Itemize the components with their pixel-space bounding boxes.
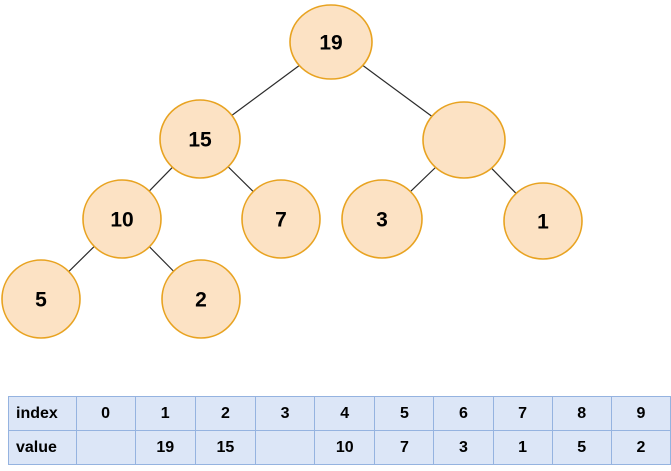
cell-index-8: 8 (551, 396, 612, 431)
node-label: 3 (376, 209, 388, 232)
tree-edge-n4-n8 (68, 245, 95, 273)
tree-node-3[interactable]: 3 (341, 179, 423, 259)
tree-edge-n2-n4 (148, 166, 173, 192)
node-shape (503, 182, 583, 260)
node-shape (422, 101, 506, 179)
tree-node-2[interactable]: 2 (161, 259, 241, 339)
cell-index-4: 4 (314, 396, 376, 431)
tree-node-15[interactable]: 15 (159, 99, 241, 179)
tree-edge-n3-n7 (491, 167, 517, 194)
tree-node-empty[interactable] (422, 101, 506, 179)
tree-edges-group (68, 64, 517, 273)
node-label: 15 (188, 129, 212, 152)
cell-index-1: 1 (134, 396, 196, 431)
cell-value-5: 7 (374, 430, 435, 465)
cell-index-3: 3 (255, 396, 316, 431)
node-label: 19 (319, 32, 342, 55)
cell-value-8: 5 (551, 430, 612, 465)
tree-node-5[interactable]: 5 (1, 259, 81, 339)
node-label: 2 (195, 289, 207, 312)
cell-index-0: 0 (75, 396, 136, 431)
cell-value-7: 1 (492, 430, 553, 465)
cell-value-3 (255, 430, 316, 465)
node-label: 7 (275, 209, 287, 232)
tree-edge-n1-n3 (362, 64, 433, 117)
cell-index-2: 2 (194, 396, 257, 431)
node-shape (159, 99, 241, 179)
tree-node-10[interactable]: 10 (82, 179, 162, 259)
cell-value-9: 2 (610, 430, 671, 465)
node-label: 10 (110, 209, 133, 232)
node-shape (341, 179, 423, 259)
tree-edge-n2-n5 (227, 166, 254, 193)
row-header-index: index (8, 396, 77, 431)
node-shape (289, 4, 373, 80)
node-label: 5 (35, 289, 47, 312)
cell-value-1: 19 (134, 430, 196, 465)
node-shape (1, 259, 81, 339)
cell-index-5: 5 (374, 396, 435, 431)
cell-index-9: 9 (610, 396, 671, 431)
row-header-value: value (8, 430, 77, 465)
tree-node-1[interactable]: 1 (503, 182, 583, 260)
cell-value-6: 3 (433, 430, 494, 465)
cell-value-4: 10 (314, 430, 376, 465)
tree-node-7[interactable]: 7 (241, 179, 321, 259)
tree-edge-n4-n9 (148, 246, 175, 272)
tree-edge-n1-n2 (231, 64, 300, 116)
cell-index-7: 7 (492, 396, 553, 431)
node-shape (161, 259, 241, 339)
node-shape (82, 179, 162, 259)
node-label: 1 (537, 211, 549, 234)
tree-node-19[interactable]: 19 (289, 4, 373, 80)
tree-edge-n3-n6 (410, 166, 436, 193)
node-shape (241, 179, 321, 259)
cell-value-2: 15 (194, 430, 257, 465)
cell-value-0 (75, 430, 136, 465)
cell-index-6: 6 (433, 396, 494, 431)
